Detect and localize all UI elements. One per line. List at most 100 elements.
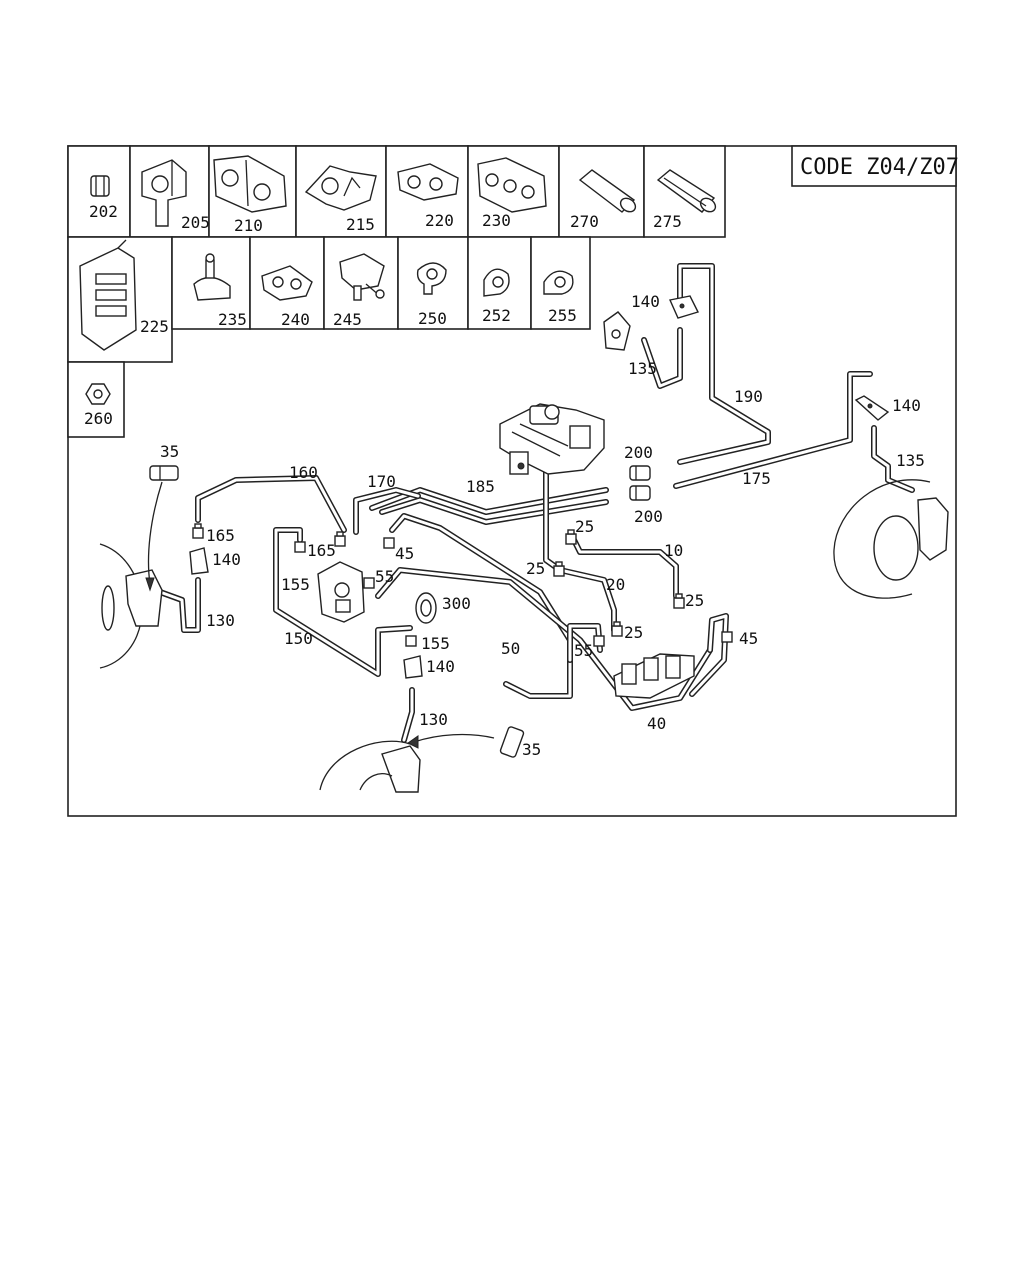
callout-165-mid: 165 [307, 541, 336, 560]
code-label: CODE Z04/Z07 [800, 155, 959, 180]
union-200-top-icon [629, 465, 651, 481]
callout-165-left: 165 [206, 526, 235, 545]
bracket-140-right-icon [854, 395, 890, 421]
fitting-55-mid-icon [363, 577, 375, 589]
part-240-label: 240 [281, 310, 310, 329]
part-215-label: 215 [346, 215, 375, 234]
part-240-icon [261, 265, 313, 301]
callout-35-left: 35 [160, 442, 179, 461]
caliper-upper-icon [603, 311, 631, 351]
hollow-bolt-35-bottom-icon [499, 726, 525, 758]
callout-155-mid: 155 [281, 575, 310, 594]
bracket-140-top-icon [669, 295, 699, 319]
callout-140-top: 140 [631, 292, 660, 311]
bleed-screw-25-b-icon [553, 561, 565, 577]
fitting-55-right-icon [593, 635, 605, 647]
part-230-label: 230 [482, 211, 511, 230]
callout-55-right: 55 [574, 641, 593, 660]
callout-190: 190 [734, 387, 763, 406]
callout-25-c: 25 [685, 591, 704, 610]
part-210-label: 210 [234, 216, 263, 235]
brake-disc-left-icon [99, 543, 163, 669]
part-220-label: 220 [425, 211, 454, 230]
callout-10: 10 [664, 541, 683, 560]
callout-155-bottom: 155 [421, 634, 450, 653]
brake-disc-bottom-icon [319, 740, 421, 793]
code-box: CODE Z04/Z07 [791, 145, 959, 187]
bleed-screw-25-c-icon [673, 593, 685, 609]
part-235-icon [193, 253, 231, 301]
part-250-icon [416, 262, 447, 295]
arrow-35-bottom-icon [407, 733, 495, 749]
part-275-label: 275 [653, 212, 682, 231]
callout-20: 20 [606, 575, 625, 594]
callout-150: 150 [284, 629, 313, 648]
callout-labels: 140 135 190 140 135 175 200 200 185 160 … [160, 292, 925, 759]
fitting-155-mid-icon [294, 541, 306, 553]
callout-45-right: 45 [739, 629, 758, 648]
components [99, 295, 949, 793]
part-230-icon [477, 157, 547, 213]
part-225-label: 225 [140, 317, 169, 336]
part-205-icon [141, 159, 187, 227]
fitting-165-mid-icon [334, 531, 346, 547]
part-215-icon [304, 165, 377, 211]
callout-140-right: 140 [892, 396, 921, 415]
brake-lines [157, 263, 915, 743]
callout-40: 40 [647, 714, 666, 733]
callout-175: 175 [742, 469, 771, 488]
callout-25-b: 25 [526, 559, 545, 578]
part-260-icon [85, 383, 111, 405]
valve-block-icon [613, 653, 695, 699]
callout-130-bottom: 130 [419, 710, 448, 729]
part-225-icon [79, 239, 137, 351]
callout-55-mid: 55 [375, 567, 394, 586]
callout-185: 185 [466, 477, 495, 496]
part-245-icon [339, 253, 385, 301]
callout-300: 300 [442, 594, 471, 613]
callout-35-bottom: 35 [522, 740, 541, 759]
part-270-label: 270 [570, 212, 599, 231]
callout-45-mid: 45 [395, 544, 414, 563]
callout-25-a: 25 [575, 517, 594, 536]
part-220-icon [397, 163, 459, 201]
bracket-140-bottom-icon [403, 655, 423, 679]
part-275-icon [656, 169, 717, 213]
part-245-label: 245 [333, 310, 362, 329]
callout-200-top: 200 [624, 443, 653, 462]
callout-170: 170 [367, 472, 396, 491]
part-250-label: 250 [418, 309, 447, 328]
part-255-icon [543, 270, 574, 295]
arrow-35-left-icon [145, 481, 163, 592]
callout-25-d: 25 [624, 623, 643, 642]
bleed-screw-25-d-icon [611, 621, 623, 637]
callout-140-bottom: 140 [426, 657, 455, 676]
fitting-165-left-icon [192, 523, 204, 539]
part-255-label: 255 [548, 306, 577, 325]
fitting-155-bottom-icon [405, 635, 417, 647]
callout-135-top: 135 [628, 359, 657, 378]
callout-140-left: 140 [212, 550, 241, 569]
part-202-icon [90, 175, 110, 197]
part-202-label: 202 [89, 202, 118, 221]
parts-grid-row-2: 225 235 240 245 250 [67, 236, 591, 363]
part-260-label: 260 [84, 409, 113, 428]
part-210-icon [213, 155, 287, 213]
parts-grid-row-1: 202 205 210 215 220 [67, 145, 726, 238]
fitting-45-right-icon [721, 631, 733, 643]
abs-hydraulic-unit-icon [499, 403, 605, 475]
proportioning-valve-icon [317, 561, 365, 623]
callout-130-left: 130 [206, 611, 235, 630]
callout-50: 50 [501, 639, 520, 658]
callout-200-bottom: 200 [634, 507, 663, 526]
grommet-300-icon [415, 592, 437, 624]
bracket-140-left-icon [189, 547, 209, 575]
parts-grid-row-3: 260 [67, 361, 125, 438]
bleed-screw-25-a-icon [565, 529, 577, 545]
hollow-bolt-35-left-icon [149, 465, 179, 481]
part-252-icon [483, 268, 510, 297]
union-200-bottom-icon [629, 485, 651, 501]
part-252-label: 252 [482, 306, 511, 325]
part-235-label: 235 [218, 310, 247, 329]
